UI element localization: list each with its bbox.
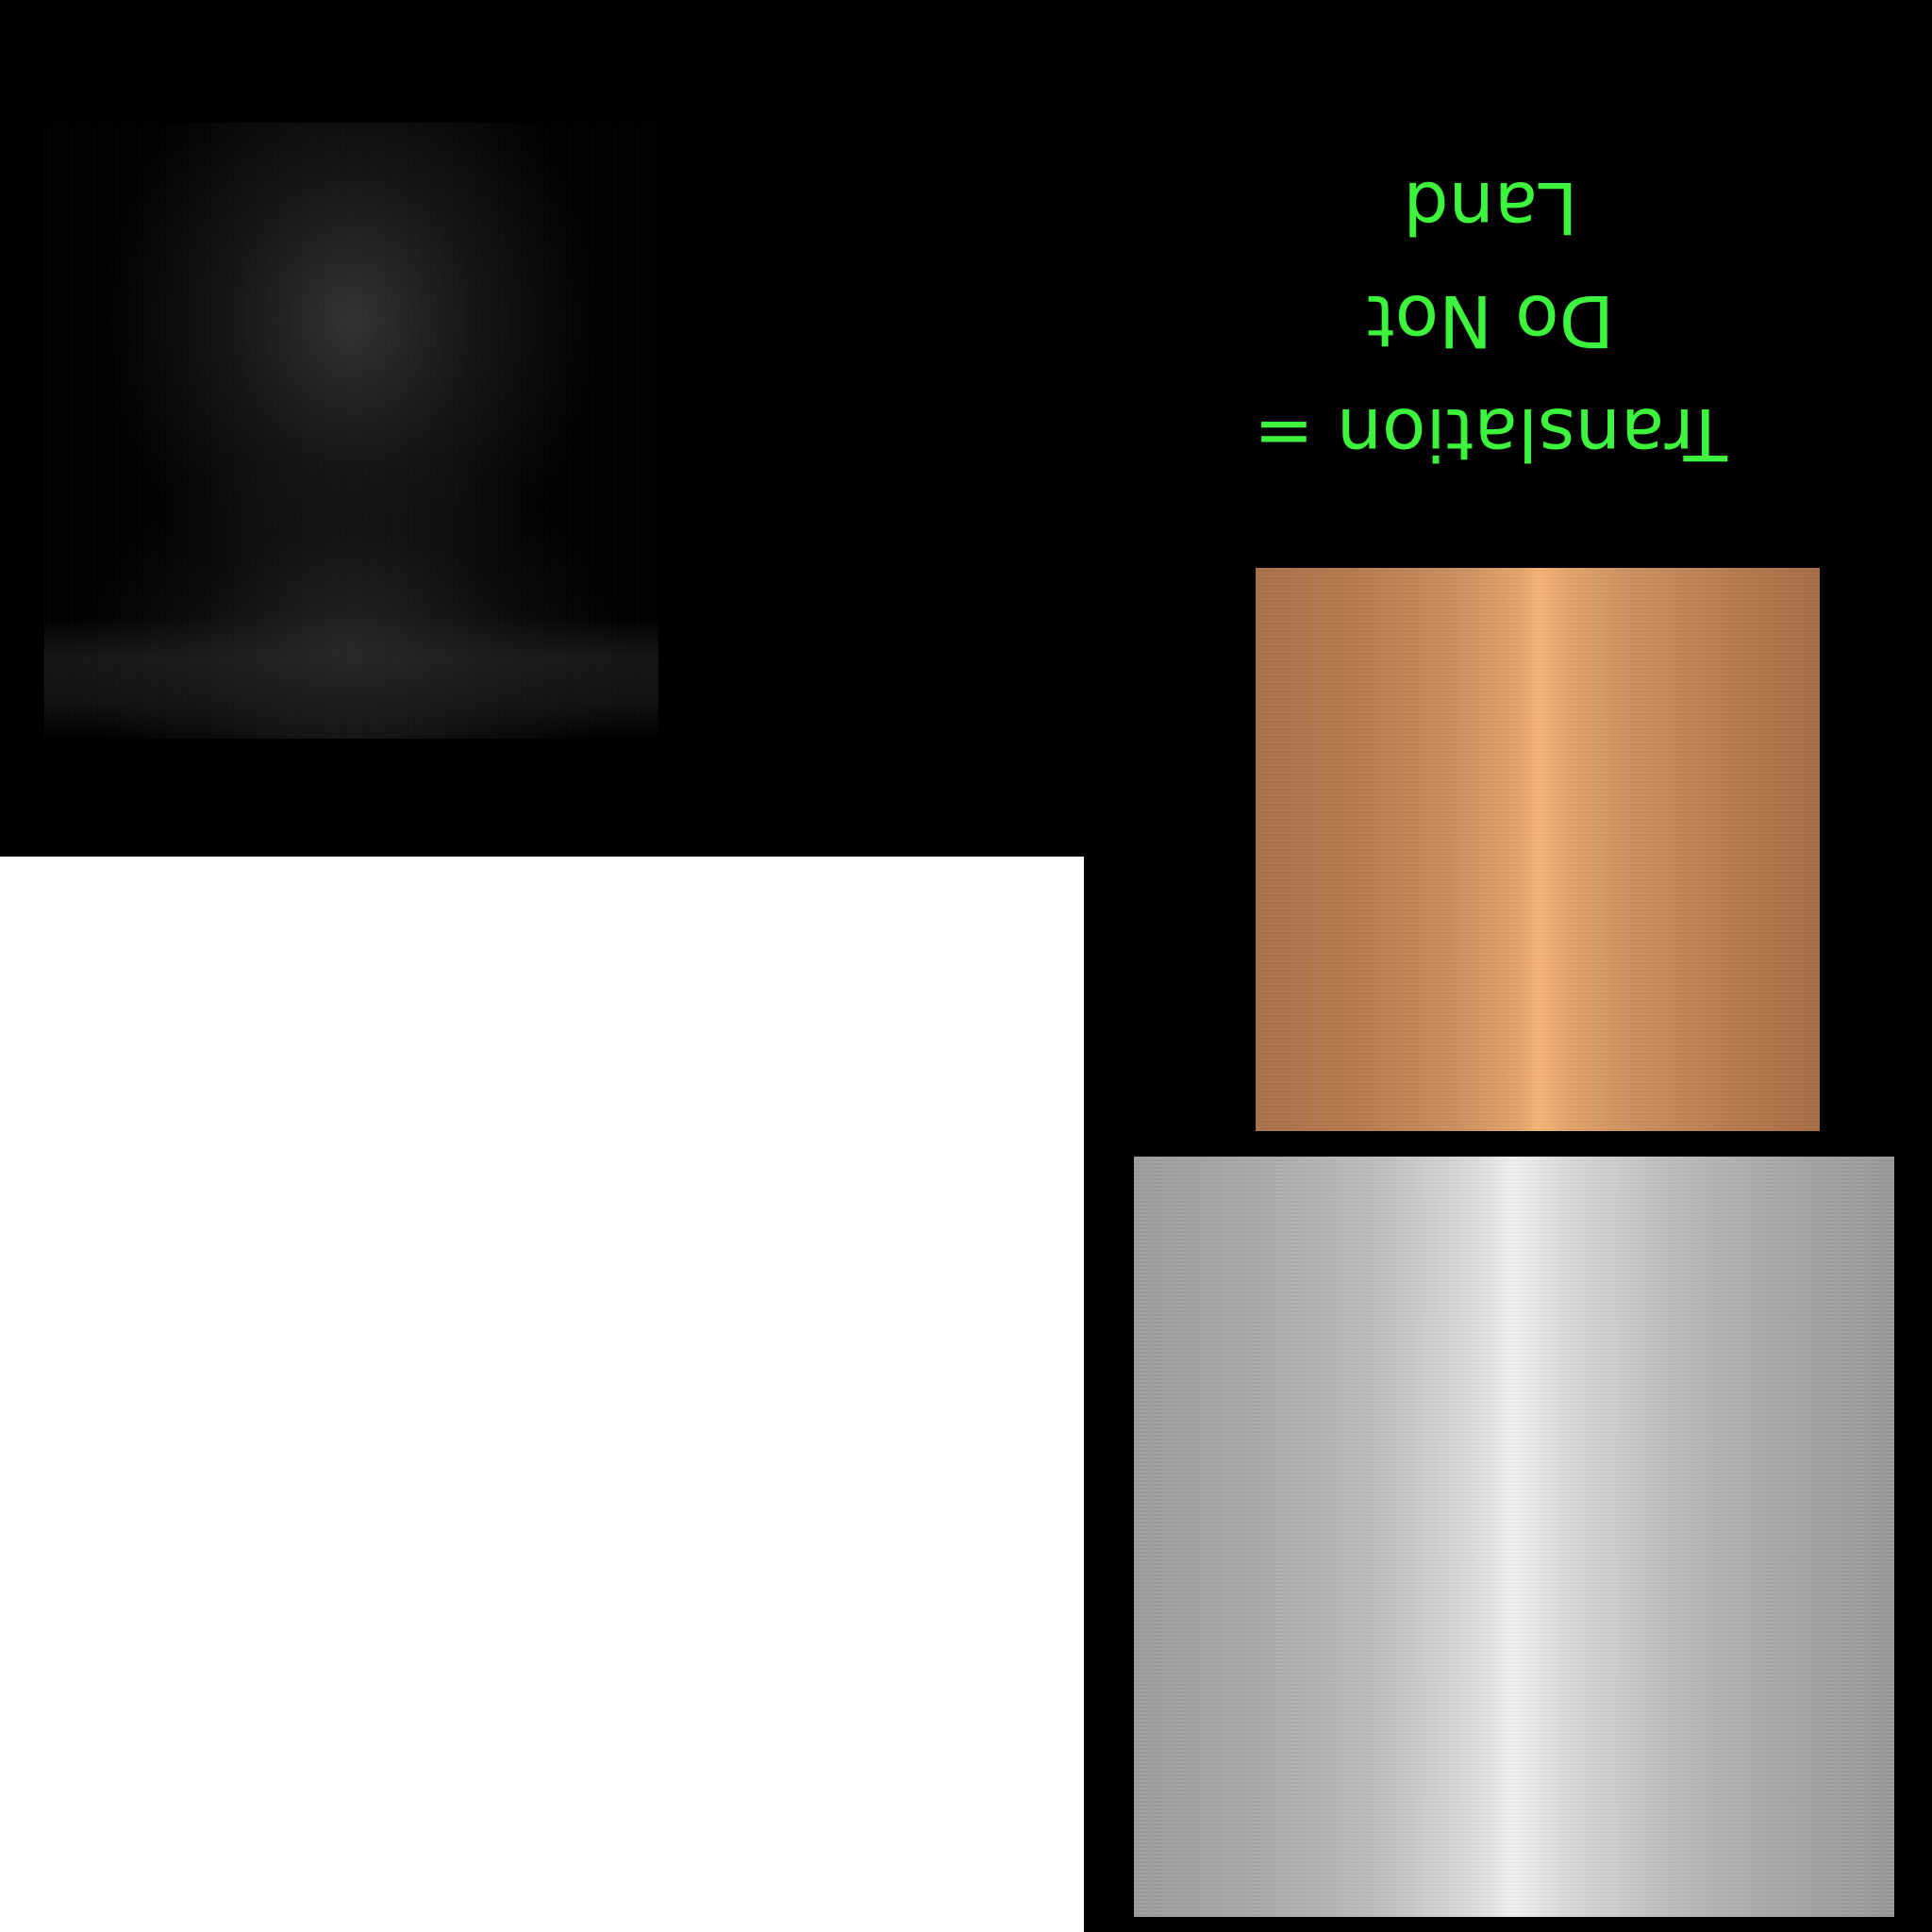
upside-down-caption: Translation = Do Not Land <box>1208 151 1774 491</box>
brushed-copper-swatch <box>1256 568 1820 1131</box>
caption-line-translation: Translation = <box>1254 392 1727 476</box>
white-panel <box>0 857 1084 1932</box>
caption-line-do-not: Do Not <box>1366 279 1615 363</box>
caption-line-land: Land <box>1403 166 1578 250</box>
brushed-steel-swatch <box>1134 1157 1894 1917</box>
spotlight-floor <box>44 616 658 739</box>
spotlight-backdrop <box>44 123 658 739</box>
